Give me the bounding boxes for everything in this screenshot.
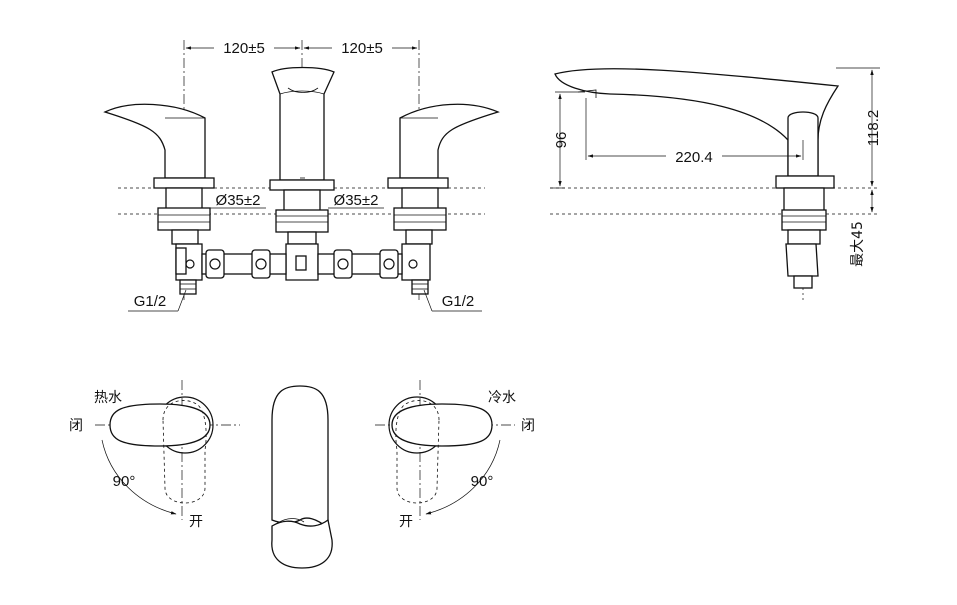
thread-right-leader [423, 289, 433, 312]
thread-left-label: G1/2 [134, 293, 167, 310]
max-deck-label: 最大45 [850, 221, 866, 267]
left-handle-top-view: 热水 闭 90° 开 [69, 380, 240, 530]
angle-left-label: 90° [113, 473, 136, 490]
hole-left-label: Ø35±2 [216, 192, 261, 209]
spout-top-tip [271, 518, 333, 569]
right-rotation-arrow [425, 439, 501, 515]
thread-right-label: G1/2 [442, 293, 475, 310]
spout-body [271, 66, 335, 181]
center-spout [269, 66, 335, 281]
left-lever-open-position [162, 400, 207, 504]
close-left-label: 闭 [69, 418, 83, 434]
right-handle-valve [387, 103, 500, 295]
hole-right-label: Ø35±2 [334, 192, 379, 209]
cold-water-label: 冷水 [488, 390, 516, 406]
open-left-label: 开 [189, 514, 203, 530]
spout-top-view [271, 385, 333, 569]
right-lever-top [391, 403, 493, 447]
outlet-height-label: 96 [553, 132, 570, 149]
connection-pipe [201, 249, 403, 279]
spout-reach-label: 220.4 [675, 149, 713, 166]
spacing-left-label: 120±5 [223, 40, 265, 57]
hot-water-label: 热水 [94, 390, 122, 406]
left-handle-valve [103, 103, 215, 295]
open-right-label: 开 [399, 514, 413, 530]
right-lever-open-position [395, 400, 440, 504]
spout-top-outline [271, 385, 329, 530]
close-right-label: 闭 [521, 418, 535, 434]
total-height-label: 118.2 [865, 110, 882, 146]
left-lever [103, 103, 206, 179]
left-lever-top [109, 403, 211, 447]
angle-right-label: 90° [471, 473, 494, 490]
right-handle-top-view: 冷水 闭 90° 开 [375, 380, 535, 530]
front-view: 120±5 120±5 [103, 38, 500, 312]
side-view: 96 220.4 118.2 最大45 [550, 67, 882, 300]
spacing-right-label: 120±5 [341, 40, 383, 57]
left-rotation-arrow [101, 439, 177, 515]
right-lever [399, 103, 500, 179]
thread-left-leader [177, 289, 187, 312]
